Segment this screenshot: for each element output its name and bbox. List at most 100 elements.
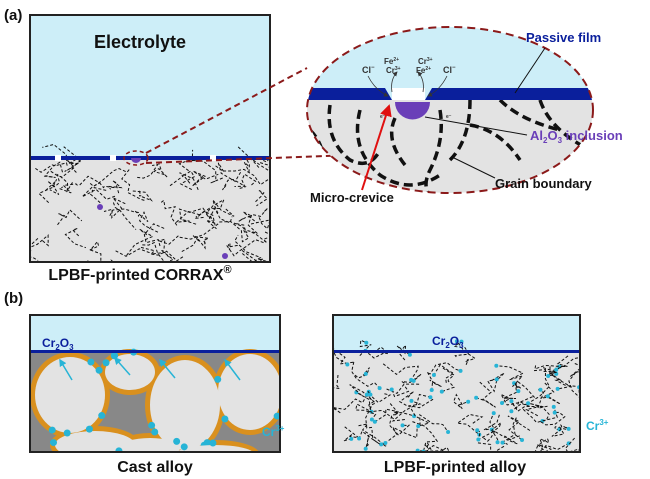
grain-boundary <box>507 415 531 441</box>
grain <box>55 431 135 452</box>
grain-boundary <box>30 234 49 248</box>
cr-ion <box>431 372 436 377</box>
grain-boundary <box>226 239 266 257</box>
cr-ion <box>95 366 103 374</box>
grain-boundary <box>453 393 469 410</box>
grain <box>176 445 254 452</box>
panel-b-label: (b) <box>4 290 23 307</box>
cr-ion <box>538 387 543 392</box>
grain-boundary <box>358 429 380 445</box>
grain-boundary <box>537 444 552 452</box>
grain-boundary <box>214 162 242 183</box>
cr-ion <box>551 404 556 409</box>
al2o3-inclusion-label: Al2O3 inclusion <box>530 128 623 145</box>
cr-ion <box>552 466 556 470</box>
grain-boundary <box>157 235 179 252</box>
lpbf-sample-box <box>29 14 271 263</box>
al2o3-inclusion <box>395 102 430 120</box>
cr-ion <box>509 399 514 404</box>
inclusion-dot <box>222 253 228 259</box>
grain-boundary <box>212 199 235 217</box>
cr-ion <box>400 423 405 428</box>
cr-ion <box>151 428 159 436</box>
cr-ion <box>454 339 459 344</box>
electrolyte-label: Electrolyte <box>94 32 186 52</box>
cr-ion <box>273 412 280 420</box>
grain-boundary <box>174 210 202 225</box>
grain-boundary <box>89 187 107 205</box>
grain-boundary <box>367 390 392 404</box>
grain-boundary <box>242 157 250 174</box>
cr-ion <box>357 436 362 441</box>
cr-ion <box>389 387 394 392</box>
grain-boundary <box>107 180 123 194</box>
grain-boundary <box>355 109 441 187</box>
cr-ion <box>369 417 374 422</box>
grain-boundary <box>161 250 175 262</box>
cr-ion <box>509 409 514 414</box>
cr-ion <box>203 439 211 447</box>
grain-boundary <box>534 364 564 371</box>
cr-ion <box>474 395 479 400</box>
grain-boundary <box>79 175 115 189</box>
grain <box>218 354 280 430</box>
grain-boundary <box>47 180 60 196</box>
cr-ion <box>494 377 499 382</box>
grain-boundary <box>486 372 505 393</box>
grain-boundary <box>203 161 223 184</box>
cr-ion <box>249 457 256 464</box>
grain-boundary <box>143 223 166 247</box>
grain-boundary <box>126 228 154 256</box>
grain-boundary <box>448 99 472 162</box>
grain-boundary-network <box>30 143 270 262</box>
cr3-ion-label-lpbf: Cr3+ <box>586 418 609 433</box>
grain-boundary <box>103 197 126 219</box>
cr2o3-label-lpbf: Cr2O3 <box>432 334 464 350</box>
cr-ion <box>364 392 369 397</box>
lpbf-alloy-caption: LPBF-printed alloy <box>384 459 526 476</box>
cr-ion <box>372 419 377 424</box>
grain-boundary <box>251 230 270 244</box>
cr-ion <box>500 440 505 445</box>
grain-boundary <box>513 380 535 398</box>
grain-boundary <box>233 222 256 234</box>
grain-boundary <box>408 398 434 427</box>
cr-ion <box>458 368 463 373</box>
cr-ion <box>416 424 421 429</box>
grain-boundary <box>540 411 566 426</box>
passive-film-label: Passive film <box>526 30 601 45</box>
cr-ion <box>48 426 56 434</box>
grain-boundary <box>333 347 354 365</box>
grain-boundary <box>398 391 422 407</box>
grain-boundary <box>114 246 156 257</box>
grain-boundary <box>498 98 561 132</box>
cr-ion <box>148 421 156 429</box>
cr-ion <box>85 425 93 433</box>
cr-ion <box>180 443 188 451</box>
cr-ion <box>585 344 589 348</box>
grain-boundary <box>456 413 484 436</box>
grain-boundary <box>551 424 569 437</box>
grain-boundary <box>542 367 573 390</box>
grain-boundary <box>81 182 116 200</box>
cr-ion <box>379 442 384 447</box>
grain-boundary <box>452 341 470 358</box>
grain-boundary <box>38 179 58 204</box>
inclusion-dot <box>97 204 103 210</box>
grain-boundary <box>355 403 377 420</box>
grain-boundary <box>58 183 78 194</box>
cr-ion-diffusion-arrow <box>114 356 131 376</box>
grain-boundary <box>441 367 455 393</box>
grain-boundary <box>385 426 418 444</box>
cr-ion <box>363 446 368 451</box>
grain-boundary <box>424 109 443 193</box>
grain-boundary <box>412 421 439 452</box>
grain-boundary <box>456 340 477 365</box>
grain-boundary <box>121 169 146 202</box>
cr-ion <box>214 375 222 383</box>
grain <box>105 354 155 390</box>
grain-boundary <box>237 145 270 172</box>
grain-boundary <box>333 408 337 410</box>
cr-ion <box>409 398 414 403</box>
zoom-connector <box>145 67 308 154</box>
